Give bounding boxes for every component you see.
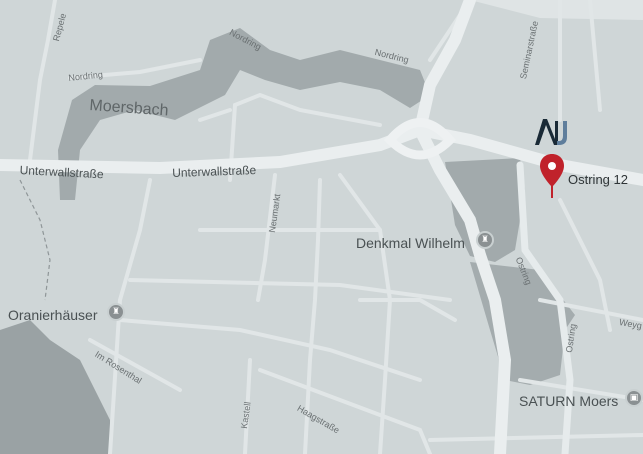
monument-icon[interactable]: ♜ bbox=[107, 303, 125, 321]
map-ostring-road bbox=[516, 161, 574, 454]
marker-label[interactable]: Ostring 12 bbox=[568, 172, 628, 187]
map-water-east bbox=[445, 158, 525, 262]
poi-denkmal-label[interactable]: Denkmal Wilhelm bbox=[356, 235, 465, 251]
map-water-left bbox=[0, 320, 110, 454]
map-minor-roads bbox=[28, 0, 643, 454]
map-rail-line bbox=[19, 179, 51, 301]
map-light-area bbox=[470, 0, 643, 20]
map-water-moersbach bbox=[58, 28, 430, 200]
brand-logo-icon bbox=[535, 119, 567, 145]
map-roundabout bbox=[383, 118, 457, 160]
monument-icon[interactable]: ♜ bbox=[476, 231, 494, 249]
label-unterwallstrasse-mid: Unterwallstraße bbox=[171, 163, 257, 180]
poi-oranierhaeuser-label[interactable]: Oranierhäuser bbox=[8, 307, 98, 323]
poi-saturn-label[interactable]: SATURN Moers bbox=[519, 393, 619, 409]
map-pin-icon[interactable] bbox=[539, 153, 565, 199]
shopping-bag-icon[interactable]: ▣ bbox=[625, 389, 643, 407]
